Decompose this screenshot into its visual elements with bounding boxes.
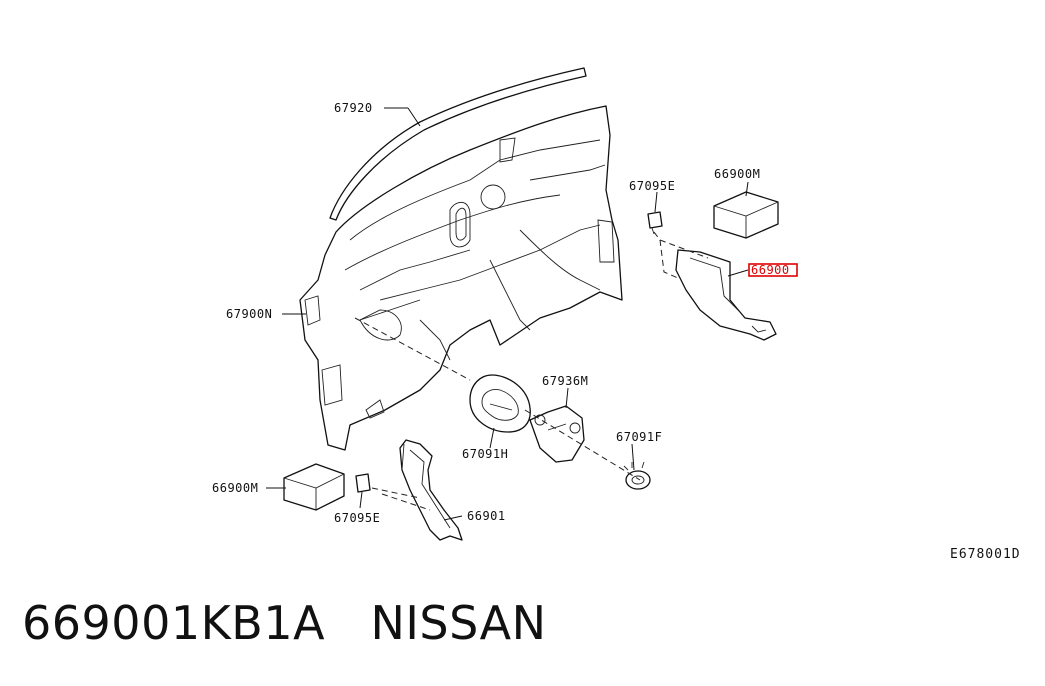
diagram-code: E678001D — [950, 547, 1021, 562]
callout-67095e-top: 67095E — [629, 179, 675, 193]
grommet-67091h — [469, 374, 531, 433]
side-panel-66901 — [399, 439, 463, 541]
highlight-box-66900 — [748, 263, 798, 277]
assembly-lines — [354, 231, 709, 511]
caption-brand: NISSAN — [370, 596, 547, 650]
caption: 669001KB1A NISSAN — [22, 596, 547, 650]
callout-67936m: 67936M — [542, 374, 588, 388]
callout-66901: 66901 — [467, 509, 506, 523]
callout-66900m-top: 66900M — [714, 167, 760, 181]
parts-diagram: 67920 67095E 66900M 66900 67900N 67936M … — [212, 67, 1021, 562]
callout-67920: 67920 — [334, 101, 373, 115]
callout-66900m-bottom: 66900M — [212, 481, 258, 495]
insulator-block-66900m-top — [713, 191, 779, 239]
plug-67091f — [623, 461, 651, 490]
clip-67095e-top — [647, 211, 663, 235]
callout-67091f: 67091F — [616, 430, 662, 444]
insulator-block-66900m-bottom — [283, 463, 345, 511]
side-panel-66900 — [675, 249, 777, 341]
bracket-67936m — [529, 405, 585, 463]
weatherstrip-67920 — [329, 67, 587, 221]
callout-67095e-bottom: 67095E — [334, 511, 380, 525]
caption-part-number: 669001KB1A — [22, 596, 326, 650]
leader-lines — [266, 107, 749, 521]
callout-66900-highlighted[interactable]: 66900 — [751, 263, 790, 277]
clip-67095e-bottom — [355, 473, 371, 493]
dash-insulator-67900n — [299, 105, 623, 451]
callout-67091h: 67091H — [462, 447, 508, 461]
callout-67900n: 67900N — [226, 307, 272, 321]
